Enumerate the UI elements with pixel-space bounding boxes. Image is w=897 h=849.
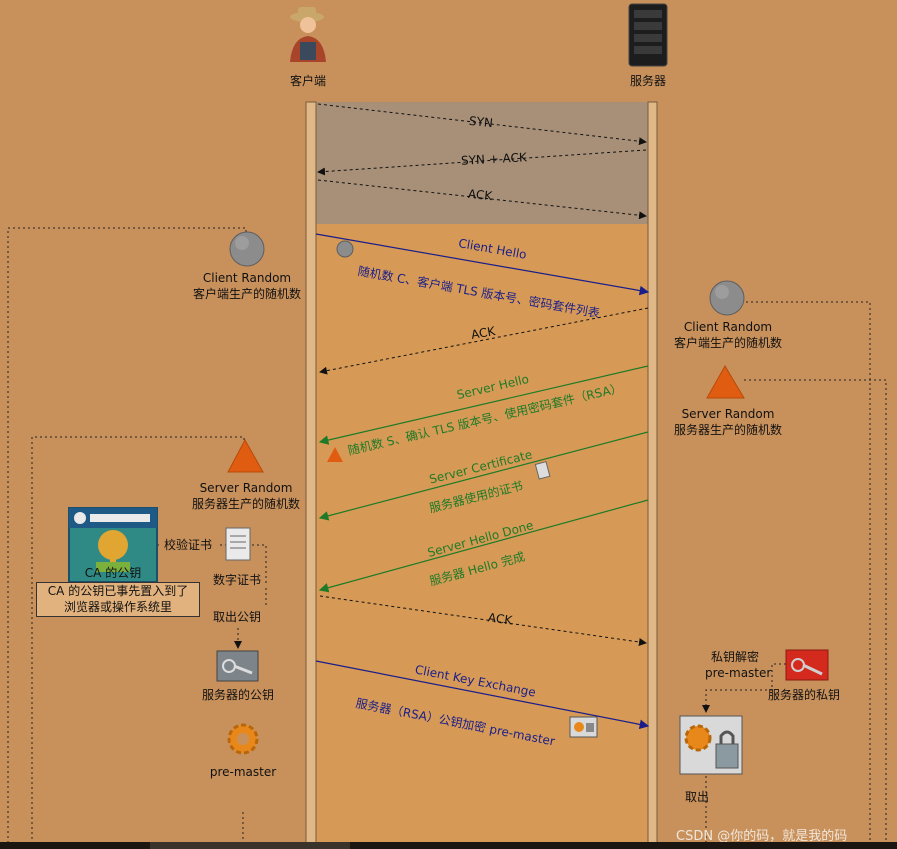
certificate-document-icon bbox=[225, 527, 251, 561]
take-public-key-label: 取出公钥 bbox=[213, 610, 262, 624]
csdn-watermark: CSDN @你的码，就是我的码 bbox=[676, 829, 848, 844]
client-random-desc: 客户端生产的随机数 bbox=[192, 287, 301, 301]
ca-public-key-label: CA 的公钥 bbox=[84, 566, 142, 580]
scrollbar-thumb[interactable] bbox=[150, 842, 350, 849]
client-person-icon bbox=[290, 7, 326, 62]
server-random-connector bbox=[31, 436, 245, 849]
encrypted-premaster-icon bbox=[569, 716, 598, 738]
client-actor-label: 客户端 bbox=[289, 74, 326, 88]
server-certificate-arrow bbox=[318, 431, 649, 521]
take-out-label: 取出 bbox=[685, 790, 710, 804]
server-server-random-triangle-icon bbox=[706, 365, 745, 399]
small-certificate-icon bbox=[534, 461, 551, 480]
server-private-key-icon bbox=[785, 649, 829, 681]
tcp-handshake-area bbox=[316, 102, 648, 224]
server-server-random-desc: 服务器生产的随机数 bbox=[673, 423, 782, 437]
server-hello-arrow bbox=[318, 365, 649, 445]
server-lifeline bbox=[647, 101, 658, 849]
server-client-random-connector bbox=[746, 301, 871, 849]
privkey-connector bbox=[702, 663, 786, 713]
server-hello-done-arrow bbox=[318, 499, 649, 593]
ack-label: ACK bbox=[467, 186, 493, 204]
bottom-scrollbar[interactable] bbox=[0, 842, 897, 849]
verify-certificate-label: 校验证书 bbox=[164, 538, 213, 552]
ack-arrow-1 bbox=[319, 307, 649, 375]
server-random-desc: 服务器生产的随机数 bbox=[191, 497, 300, 511]
client-random-title: Client Random bbox=[202, 271, 292, 285]
client-random-circle-icon bbox=[229, 231, 265, 267]
server-server-random-connector bbox=[744, 379, 887, 849]
server-actor-label: 服务器 bbox=[629, 74, 666, 88]
private-key-decrypt-label: 私钥解密 bbox=[711, 650, 760, 664]
server-private-key-label: 服务器的私钥 bbox=[768, 688, 841, 702]
syn-arrow bbox=[317, 103, 647, 146]
client-lifeline bbox=[305, 101, 317, 849]
client-key-exchange-arrow bbox=[315, 660, 650, 730]
pre-master-label-right: pre-master bbox=[705, 666, 772, 680]
small-circle-icon bbox=[336, 240, 354, 258]
server-client-random-circle-icon bbox=[709, 280, 745, 316]
ack-arrow-2 bbox=[319, 595, 647, 646]
server-rack-icon bbox=[628, 3, 668, 67]
ca-browser-icon bbox=[68, 507, 158, 583]
syn-label: SYN bbox=[468, 113, 494, 131]
client-random-connector bbox=[7, 227, 247, 849]
server-client-random-desc: 客户端生产的随机数 bbox=[673, 336, 782, 350]
ca-note-box: CA 的公钥已事先置入到了 浏览器或操作系统里 bbox=[36, 582, 200, 618]
ca-note-line2: 浏览器或操作系统里 bbox=[63, 599, 172, 614]
server-public-key-label: 服务器的公钥 bbox=[201, 688, 274, 702]
server-random-triangle-icon bbox=[227, 438, 264, 473]
digital-certificate-label: 数字证书 bbox=[213, 573, 262, 587]
pre-master-gear-icon bbox=[227, 723, 259, 755]
server-client-random-title: Client Random bbox=[683, 320, 773, 334]
client-hello-arrow bbox=[315, 233, 650, 296]
ack-arrow bbox=[317, 179, 647, 220]
cert-connector bbox=[252, 544, 267, 586]
pre-master-label-left: pre-master bbox=[209, 765, 277, 779]
small-triangle-icon bbox=[327, 447, 343, 462]
syn-ack-arrow bbox=[317, 149, 647, 176]
decrypt-box-icon bbox=[679, 715, 743, 775]
server-public-key-icon bbox=[216, 650, 259, 682]
server-server-random-title: Server Random bbox=[681, 407, 775, 421]
server-random-title: Server Random bbox=[199, 481, 293, 495]
ca-note-line1: CA 的公钥已事先置入到了 bbox=[47, 584, 189, 598]
